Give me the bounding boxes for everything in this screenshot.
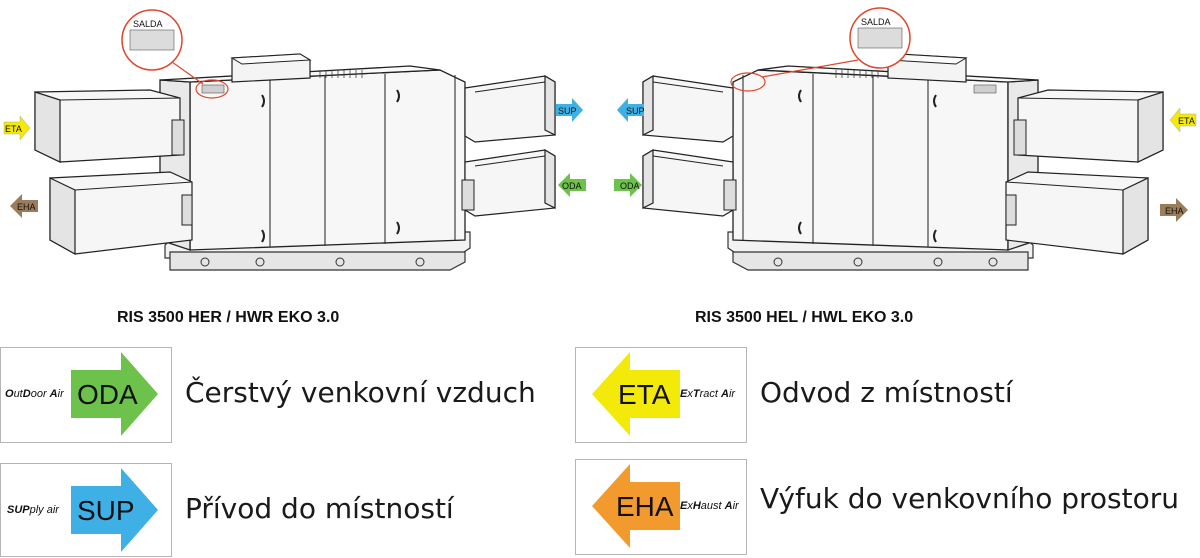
svg-text:SUP: SUP — [558, 106, 577, 116]
legend-eta-abbr: ETA — [618, 379, 671, 410]
legend-eha-abbr: EHA — [616, 491, 674, 522]
svg-text:ODA: ODA — [562, 181, 582, 191]
svg-text:ETA: ETA — [1178, 116, 1195, 126]
svg-text:SUP: SUP — [626, 106, 645, 116]
legend-eha-english: ExHaust Air — [680, 500, 739, 512]
svg-text:ETA: ETA — [5, 124, 22, 134]
unit-left-caption: RIS 3500 HER / HWR EKO 3.0 — [117, 309, 340, 326]
legend-eta-english: ExTract Air — [680, 388, 736, 400]
sup-arrow-right-unit: SUP — [617, 98, 645, 122]
legend-oda-box: ODA OutDoor Air — [0, 347, 172, 443]
eta-arrow-left-unit: ETA — [3, 115, 31, 141]
unit-right-drawing: SALDA SUP ODA ETA EHA — [614, 7, 1197, 271]
legend-sup-english: SUPply air — [7, 504, 59, 516]
legend-sup-abbr: SUP — [77, 495, 135, 526]
svg-text:EHA: EHA — [17, 202, 36, 212]
unit-illustrations: SALDA ETA EHA SUP ODA SALDA SUP — [3, 7, 1197, 271]
nameplate-brand: SALDA — [861, 17, 891, 27]
legend-oda-description: Čerstvý venkovní vzduch — [185, 376, 536, 409]
svg-text:EHA: EHA — [1165, 206, 1184, 216]
legend-eha-description: Výfuk do venkovního prostoru — [760, 482, 1180, 515]
nameplate-brand: SALDA — [133, 19, 163, 29]
unit-right-caption: RIS 3500 HEL / HWL EKO 3.0 — [695, 309, 914, 326]
oda-arrow-right-unit: ODA — [614, 173, 642, 197]
eta-arrow-right-unit: ETA — [1169, 107, 1197, 133]
oda-arrow-left-unit: ODA — [558, 173, 586, 197]
eha-arrow-right-unit: EHA — [1160, 198, 1188, 222]
legend-eta-description: Odvod z místností — [760, 376, 1013, 409]
legend-eta-box: ETA ExTract Air — [575, 347, 747, 443]
eha-arrow-left-unit: EHA — [10, 194, 38, 218]
legend-sup-description: Přívod do místností — [185, 492, 454, 525]
sup-arrow-left-unit: SUP — [556, 98, 583, 122]
legend-sup-box: SUP SUPply air — [0, 463, 172, 557]
unit-left-drawing: SALDA ETA EHA SUP ODA — [3, 9, 586, 271]
svg-text:ODA: ODA — [620, 181, 640, 191]
legend-oda-english: OutDoor Air — [5, 388, 64, 400]
legend-oda-abbr: ODA — [77, 379, 138, 410]
legend-eha-box: EHA ExHaust Air — [575, 459, 747, 555]
